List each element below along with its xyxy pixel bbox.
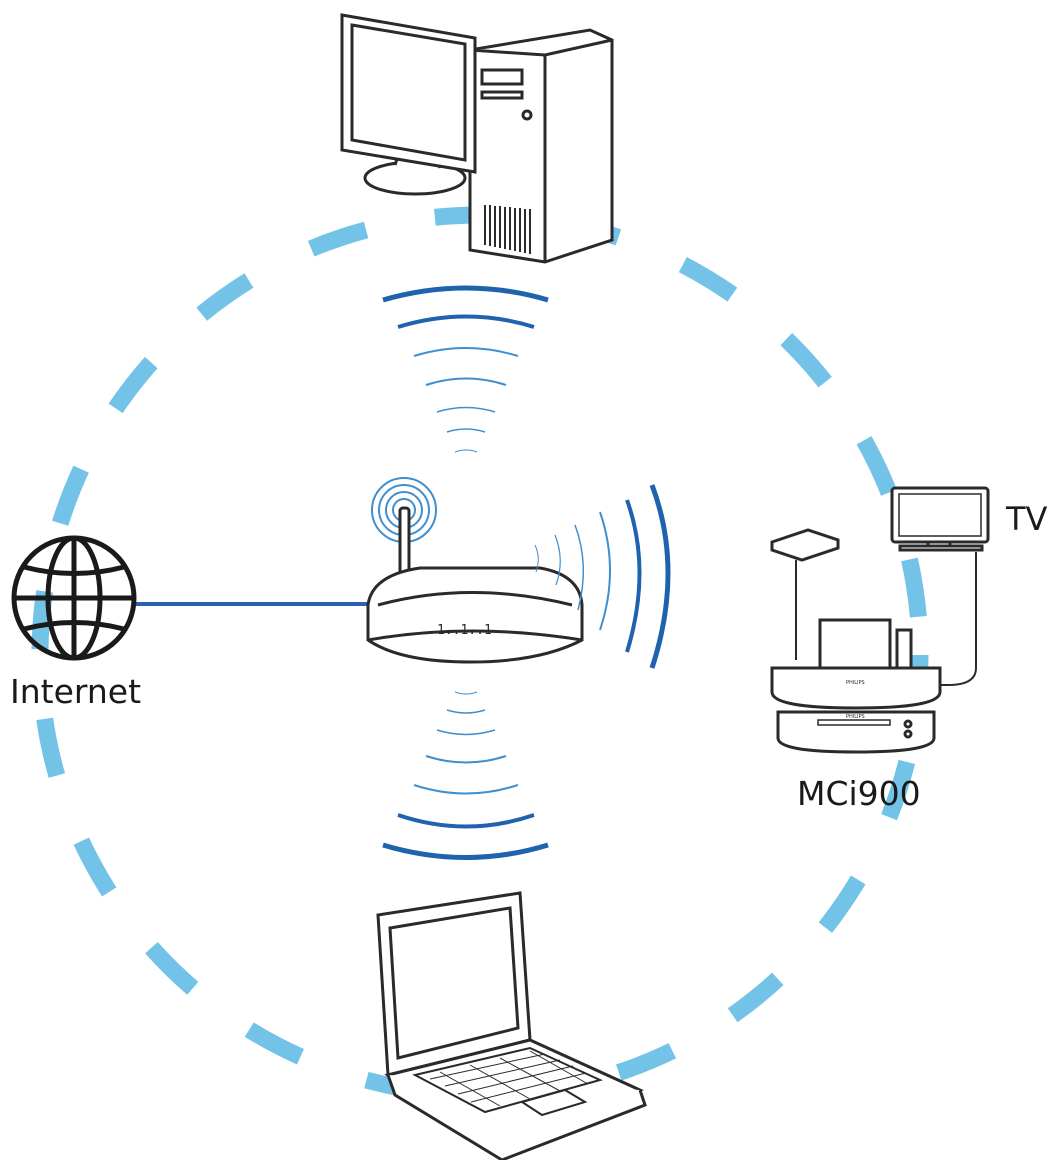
router-led-label: 1..1..1 (437, 623, 492, 638)
tv-icon (890, 486, 990, 686)
globe-icon (11, 535, 137, 661)
desktop-computer-icon (340, 13, 614, 264)
signal-arcs-down (382, 691, 549, 860)
mci900-label: MCi900 (797, 774, 921, 813)
tv-label: TV (1006, 500, 1048, 538)
signal-arcs-up (382, 285, 549, 453)
laptop-icon (376, 891, 647, 1162)
router-icon: 1..1..1 (366, 477, 584, 664)
signal-arcs-right (534, 484, 671, 669)
internet-label: Internet (10, 672, 142, 711)
mci-brand-upper: PHILIPS (846, 680, 865, 686)
mci-brand-lower: PHILIPS (846, 714, 865, 720)
mci900-device-icon: PHILIPS PHILIPS (770, 528, 942, 754)
